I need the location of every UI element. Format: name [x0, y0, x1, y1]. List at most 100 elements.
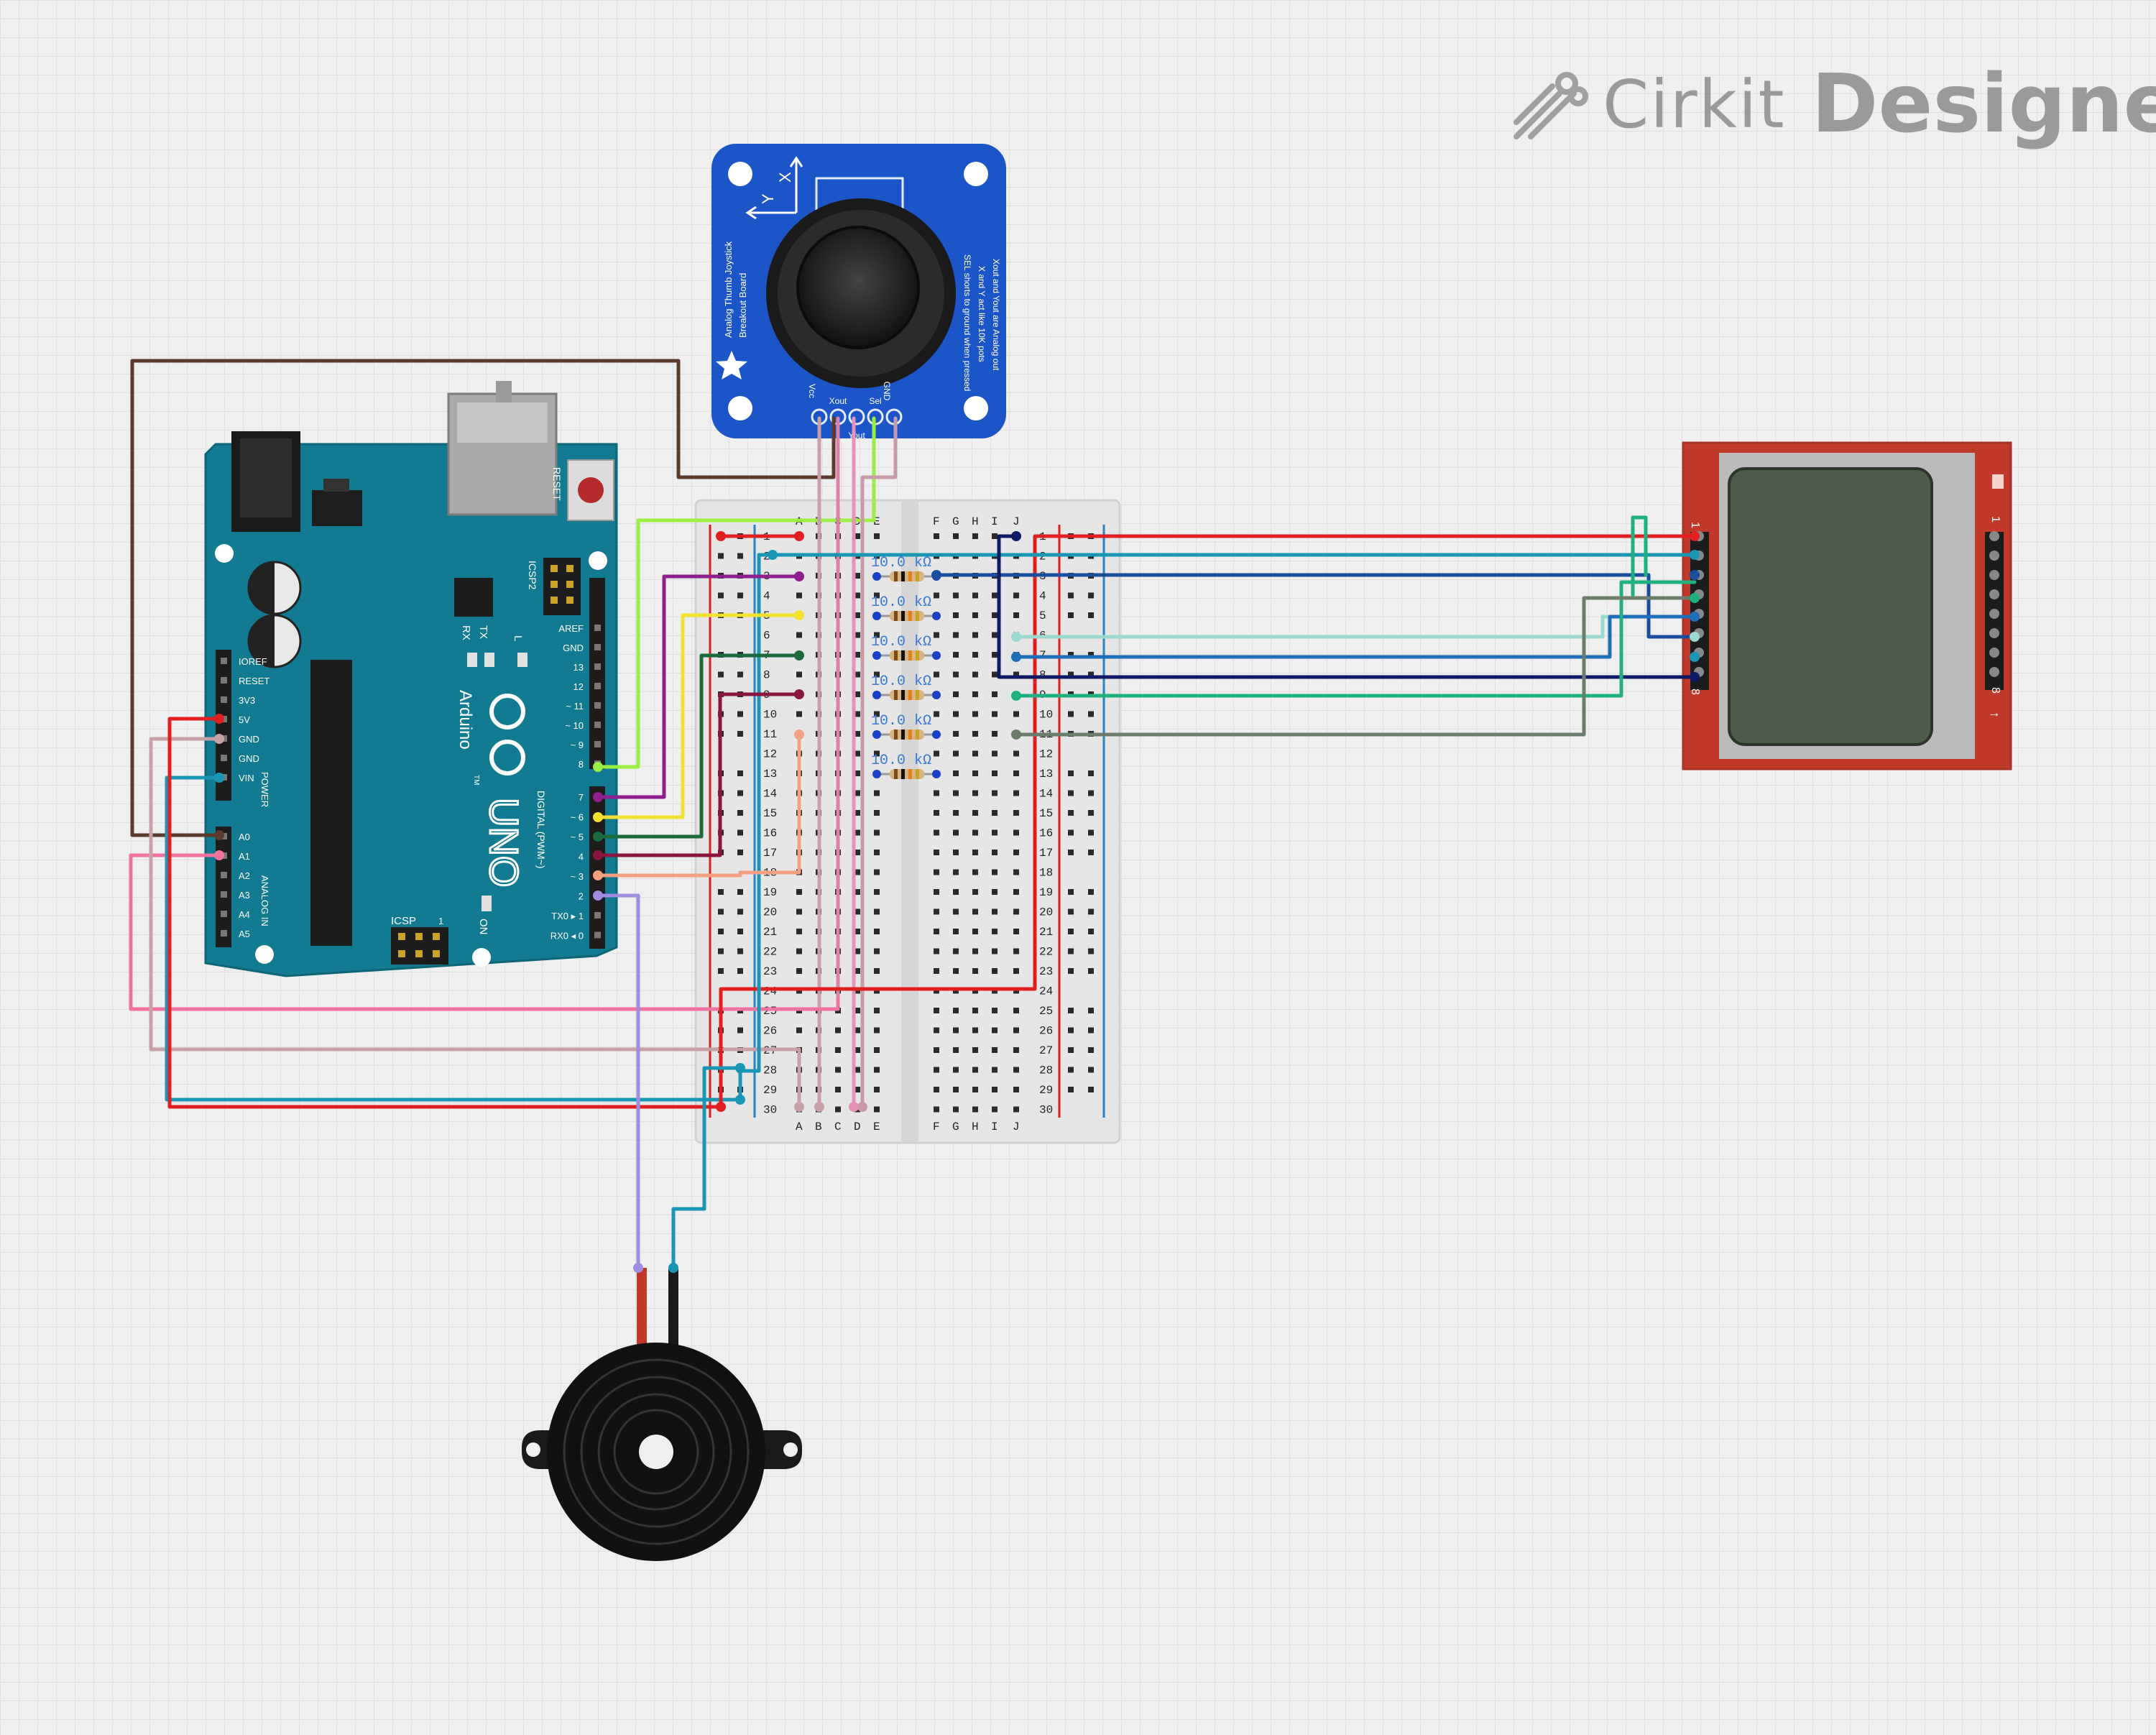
wire-endpoint[interactable] [1011, 531, 1021, 541]
breadboard-hole [934, 929, 939, 934]
row-label-left: 22 [763, 946, 777, 959]
wire-endpoint[interactable] [814, 1102, 824, 1112]
breadboard-hole [874, 1106, 880, 1113]
lcd-arrow-icon: ↑ [1988, 712, 2002, 718]
wire-endpoint[interactable] [794, 650, 804, 661]
breadboard-hole [992, 1087, 998, 1092]
wire-green2 [1014, 580, 1697, 698]
wire-endpoint[interactable] [768, 550, 778, 560]
breadboard-hole [953, 810, 959, 816]
wire-endpoint[interactable] [214, 714, 224, 724]
wire-endpoint[interactable] [593, 762, 603, 772]
wire-endpoint[interactable] [735, 1095, 745, 1105]
row-label-right: 15 [1039, 807, 1053, 820]
breadboard-hole [1013, 850, 1019, 855]
wire-endpoint[interactable] [1011, 730, 1021, 740]
breadboard-hole [972, 592, 978, 599]
wire-endpoint[interactable] [794, 730, 804, 740]
breadboard-hole [854, 652, 860, 658]
breadboard-hole [992, 1047, 998, 1053]
wire-endpoint[interactable] [1690, 570, 1700, 580]
rail-hole [1088, 829, 1094, 836]
breadboard-hole [854, 829, 860, 836]
breadboard-hole [953, 908, 959, 915]
cirkit-pen-nodes-icon [1514, 72, 1588, 139]
breadboard-hole [953, 592, 959, 599]
breadboard-hole [934, 711, 939, 717]
breadboard-hole [953, 652, 959, 658]
wire-endpoint[interactable] [593, 890, 603, 901]
row-label-right: 27 [1039, 1044, 1053, 1057]
row-label-left: 30 [763, 1104, 777, 1117]
digital-pin-label: RX0 ◂ 0 [550, 931, 584, 942]
breadboard-hole [972, 711, 978, 717]
breadboard-hole [934, 810, 939, 816]
rail-hole [737, 592, 743, 599]
wire-endpoint[interactable] [735, 1063, 745, 1073]
joystick-pin-label: Xout [829, 396, 847, 406]
wire-endpoint[interactable] [1690, 550, 1700, 560]
row-label-right: 13 [1039, 768, 1053, 781]
wire-endpoint[interactable] [593, 792, 603, 802]
breadboard-hole [972, 731, 978, 737]
wire-endpoint[interactable] [794, 610, 804, 620]
wire-endpoint[interactable] [1690, 612, 1700, 622]
wire-endpoint[interactable] [668, 1263, 678, 1273]
wire-endpoint[interactable] [1011, 691, 1021, 701]
wire-endpoint[interactable] [214, 734, 224, 744]
wire-endpoint[interactable] [849, 1102, 859, 1112]
breadboard-hole [934, 750, 939, 757]
wire-endpoint[interactable] [1690, 652, 1700, 662]
lcd-pin-right [1989, 531, 1999, 541]
wire-endpoint[interactable] [1690, 672, 1700, 682]
breadboard-hole [874, 671, 880, 678]
breadboard-hole [953, 869, 959, 875]
analog-label: ANALOG IN [259, 875, 270, 926]
wire-endpoint[interactable] [794, 531, 804, 541]
row-label-right: 19 [1039, 886, 1053, 899]
wire-endpoint[interactable] [1011, 652, 1021, 662]
wire-endpoint[interactable] [931, 570, 941, 580]
breadboard-hole [1013, 1067, 1019, 1073]
wire-endpoint[interactable] [593, 812, 603, 822]
rail-hole [1088, 612, 1094, 618]
digital-pin-label: 7 [579, 792, 584, 803]
rx-label: RX [460, 625, 472, 640]
digital-pin-label: ~ 9 [571, 740, 584, 750]
breadboard-hole [972, 1087, 978, 1092]
wire-endpoint[interactable] [214, 773, 224, 783]
breadboard-hole [854, 1047, 860, 1053]
digital-pin-label: ~ 5 [571, 832, 584, 842]
rail-hole [737, 889, 743, 895]
wire-endpoint[interactable] [1690, 593, 1700, 603]
wire-endpoint[interactable] [593, 850, 603, 860]
joystick-pin-label: Yout [848, 431, 865, 441]
wire-endpoint[interactable] [593, 870, 603, 880]
breadboard-hole [934, 632, 939, 638]
wire-endpoint[interactable] [794, 571, 804, 581]
breadboard-hole [1013, 908, 1019, 915]
wire-endpoint[interactable] [716, 531, 726, 541]
resistor-label: 10.0 kΩ [871, 555, 931, 571]
row-label-right: 5 [1039, 609, 1046, 622]
wire-endpoint[interactable] [857, 1102, 867, 1112]
wire-endpoint[interactable] [794, 689, 804, 699]
wire-endpoint[interactable] [214, 850, 224, 860]
breadboard-hole [796, 929, 802, 934]
wire-endpoint[interactable] [593, 832, 603, 842]
rail-hole [1068, 711, 1074, 717]
joystick-knob[interactable] [796, 226, 920, 349]
breadboard-hole [934, 592, 939, 599]
breadboard-hole [972, 850, 978, 855]
row-label-right: 16 [1039, 827, 1053, 840]
wire-endpoint[interactable] [1690, 632, 1700, 642]
wire-endpoint[interactable] [794, 1102, 804, 1112]
wire-endpoint[interactable] [716, 1102, 726, 1112]
brand-designer: Designer [1811, 57, 2156, 151]
wire-endpoint[interactable] [1011, 632, 1021, 642]
breadboard-hole [1013, 929, 1019, 934]
wire-endpoint[interactable] [633, 1263, 643, 1273]
wire-endpoint[interactable] [214, 830, 224, 840]
wire-endpoint[interactable] [1690, 531, 1700, 541]
lcd-pin-right [1989, 570, 1999, 580]
